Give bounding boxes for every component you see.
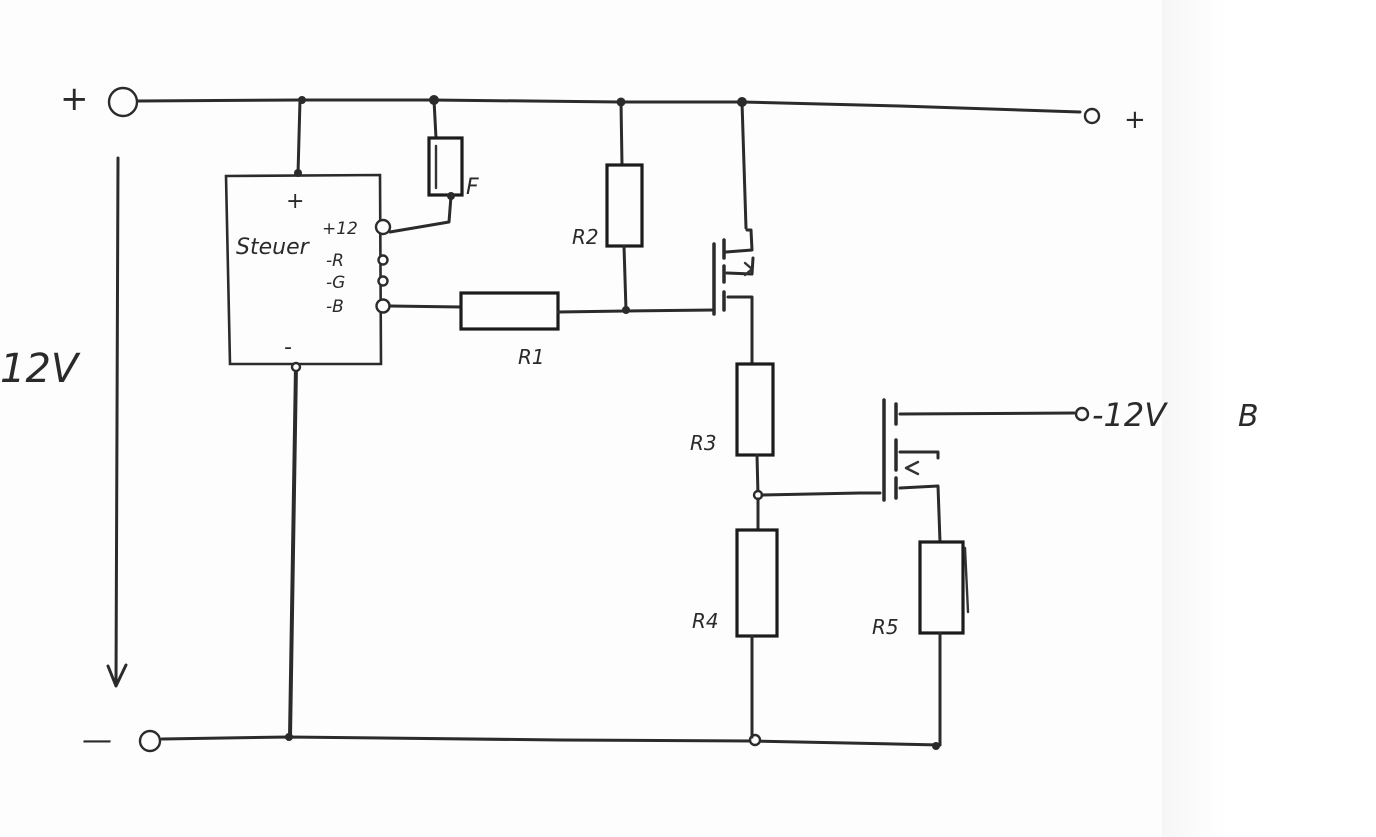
paper-edge [1162,0,1376,837]
resistor-r1 [388,291,716,331]
junction-dot [290,361,302,373]
junction-dot [932,742,940,750]
output-positive-label: + [1124,105,1146,135]
controller-pin-label: -B [326,297,344,317]
junction-dot [294,169,302,177]
r2-label: R2 [572,225,599,249]
controller-name-label: Steuer [236,235,311,260]
transistor-t2 [882,398,1090,544]
input-negative-label: — [82,723,112,758]
r4-label: R4 [692,609,719,633]
controller-pin-label: -R [326,251,344,271]
output-channel-label: B [1238,399,1259,434]
resistor-r3 [735,316,882,501]
transistor-t1 [712,100,755,320]
voltage-arrow [106,156,128,688]
output-voltage-label: -12V [1092,396,1168,434]
fuse [388,98,464,234]
positive-rail [107,86,1101,125]
pin-terminal [377,275,389,287]
output-positive-terminal [1083,107,1101,125]
input-positive-label: + [60,79,89,119]
pin-terminal [377,254,389,266]
r3-label: R3 [690,431,717,455]
pin-terminal [375,298,391,314]
output-terminal [1074,406,1090,422]
input-positive-terminal [107,86,139,118]
controller-pin-label: +12 [322,219,358,239]
voltage-label: 12V [0,346,81,392]
input-negative-terminal [138,729,162,753]
resistor-r2 [605,100,644,314]
resistor-r4 [735,497,779,739]
r5-label: R5 [872,615,899,639]
pin-terminal [374,218,392,236]
negative-rail [138,729,942,753]
r1-label: R1 [518,345,545,369]
resistor-r5 [918,540,970,747]
controller-minus-label: - [284,335,292,360]
controller-plus-label: + [286,189,304,214]
controller-box [224,98,392,739]
controller-pin-label: -G [326,273,345,293]
fuse-label: F [466,175,479,200]
